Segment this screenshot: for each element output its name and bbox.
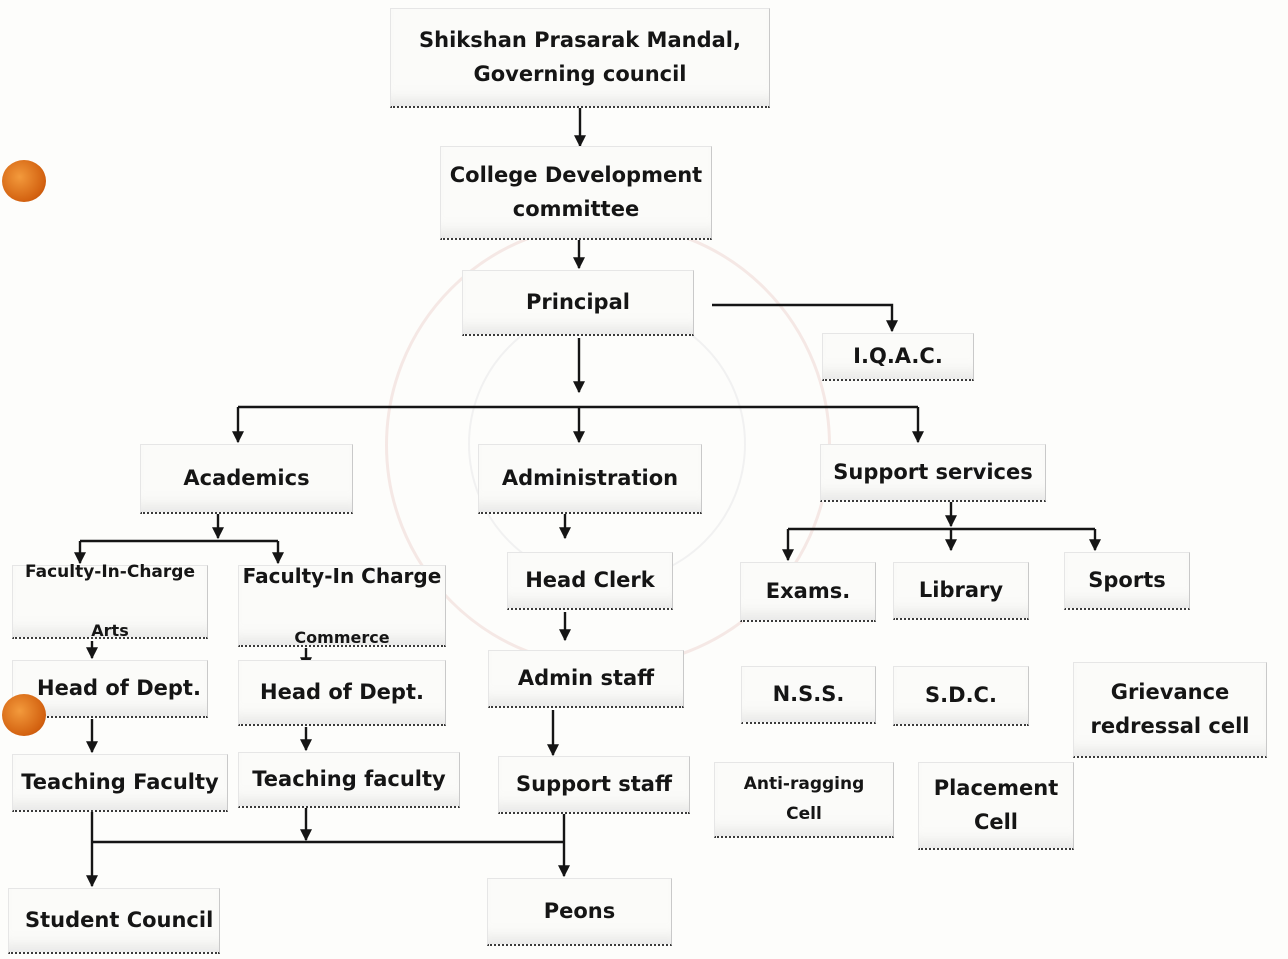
faculty-arts-line2: Arts: [91, 621, 129, 641]
support-services-label: Support services: [833, 459, 1033, 484]
sports-label: Sports: [1088, 567, 1166, 592]
sdc-box: S.D.C.: [893, 666, 1029, 726]
grievance-label: Grievance redressal cell: [1090, 679, 1250, 738]
nss-label: N.S.S.: [772, 681, 845, 706]
iqac-box: I.Q.A.C.: [822, 333, 974, 381]
governing-council-box: Shikshan Prasarak Mandal, Governing coun…: [390, 8, 770, 108]
peons-box: Peons: [487, 878, 672, 946]
principal-box: Principal: [462, 270, 694, 336]
faculty-in-charge-arts-box: Faculty-In-Charge Arts: [12, 562, 208, 640]
teaching-faculty-commerce-box: Teaching faculty: [238, 752, 460, 808]
teaching-faculty-arts-box: Teaching Faculty: [12, 754, 228, 812]
orange-marker-dot: [2, 160, 46, 202]
faculty-in-charge-commerce-box: Faculty-In Charge Commerce: [238, 564, 446, 647]
faculty-arts-line1: Faculty-In-Charge: [25, 561, 195, 582]
admin-staff-label: Admin staff: [517, 665, 655, 690]
arrow-principal-to-iqac: [712, 303, 898, 333]
sports-box: Sports: [1064, 552, 1190, 610]
orange-marker-dot: [2, 694, 46, 736]
exams-box: Exams.: [740, 562, 876, 622]
governing-council-label: Shikshan Prasarak Mandal, Governing coun…: [419, 27, 741, 86]
peons-label: Peons: [543, 898, 616, 923]
student-council-label: Student Council: [25, 907, 214, 932]
nss-box: N.S.S.: [741, 666, 876, 724]
head-of-dept-commerce-box: Head of Dept.: [238, 660, 446, 726]
exams-label: Exams.: [765, 578, 851, 603]
placement-label: Placement Cell: [933, 775, 1059, 834]
anti-ragging-cell-box: Anti-ragging Cell: [714, 762, 894, 838]
principal-label: Principal: [526, 289, 630, 314]
hod-commerce-label: Head of Dept.: [260, 679, 424, 704]
head-of-dept-arts-box: Head of Dept.: [12, 660, 208, 718]
support-services-box: Support services: [820, 444, 1046, 502]
faculty-commerce-line2: Commerce: [294, 627, 390, 647]
library-box: Library: [893, 562, 1029, 620]
teaching-arts-label: Teaching Faculty: [21, 769, 219, 794]
hod-arts-label: Head of Dept.: [37, 675, 201, 700]
head-clerk-label: Head Clerk: [525, 567, 655, 592]
student-council-box: Student Council: [8, 888, 220, 954]
placement-cell-box: Placement Cell: [918, 762, 1074, 850]
support-staff-box: Support staff: [498, 756, 690, 814]
administration-label: Administration: [501, 465, 679, 490]
sdc-label: S.D.C.: [925, 682, 997, 707]
teaching-commerce-label: Teaching faculty: [252, 766, 446, 791]
academics-label: Academics: [183, 465, 310, 490]
academics-box: Academics: [140, 444, 353, 514]
head-clerk-box: Head Clerk: [507, 552, 673, 610]
support-staff-label: Support staff: [516, 771, 672, 796]
cdc-box: College Development committee: [440, 146, 712, 240]
anti-ragging-label: Anti-ragging Cell: [743, 773, 865, 824]
iqac-label: I.Q.A.C.: [853, 343, 943, 368]
cdc-label: College Development committee: [449, 162, 703, 221]
admin-staff-box: Admin staff: [488, 650, 684, 708]
grievance-redressal-cell-box: Grievance redressal cell: [1073, 662, 1267, 758]
faculty-commerce-line1: Faculty-In Charge: [242, 564, 442, 589]
administration-box: Administration: [478, 444, 702, 514]
library-label: Library: [918, 577, 1004, 602]
